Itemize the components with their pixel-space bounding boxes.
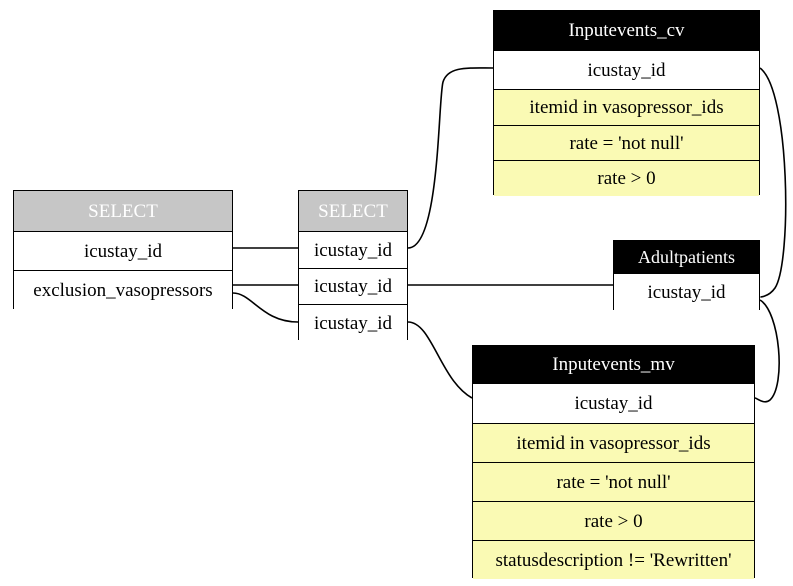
edge-adultpatients-to-inputevents-mv (754, 299, 780, 403)
edge-inner-icustayid-to-inputevents-cv (407, 67, 494, 249)
table-inputevents-mv-row: itemid in vasopressor_ids (473, 424, 754, 463)
select-outer-row: icustay_id (14, 232, 232, 271)
table-adultpatients-header: Adultpatients (614, 241, 759, 274)
table-inputevents-mv-row: rate > 0 (473, 502, 754, 541)
table-adultpatients-row: icustay_id (614, 274, 759, 311)
edge-inner-icustayid-to-inputevents-mv (407, 321, 473, 399)
select-inner-row: icustay_id (299, 305, 407, 341)
edge-outer-exclusion-to-inner-icustayid-3 (232, 292, 299, 323)
table-inputevents-mv-row: statusdescription != 'Rewritten' (473, 541, 754, 579)
table-inputevents-cv-row: rate = 'not null' (494, 126, 759, 161)
table-inputevents-mv-row: rate = 'not null' (473, 463, 754, 502)
table-inputevents-cv-row: itemid in vasopressor_ids (494, 90, 759, 126)
table-inputevents-cv-row: icustay_id (494, 51, 759, 90)
table-inputevents-mv-row: icustay_id (473, 384, 754, 424)
table-inputevents-mv-header: Inputevents_mv (473, 346, 754, 384)
select-inner-row: icustay_id (299, 269, 407, 305)
table-inputevents-cv-row: rate > 0 (494, 161, 759, 196)
select-inner-row: icustay_id (299, 232, 407, 269)
table-inputevents-cv-header: Inputevents_cv (494, 11, 759, 51)
select-outer-row: exclusion_vasopressors (14, 271, 232, 310)
select-outer-header: SELECT (14, 191, 232, 232)
select-inner-header: SELECT (299, 191, 407, 232)
edge-inputevents-cv-to-adultpatients (758, 67, 787, 298)
